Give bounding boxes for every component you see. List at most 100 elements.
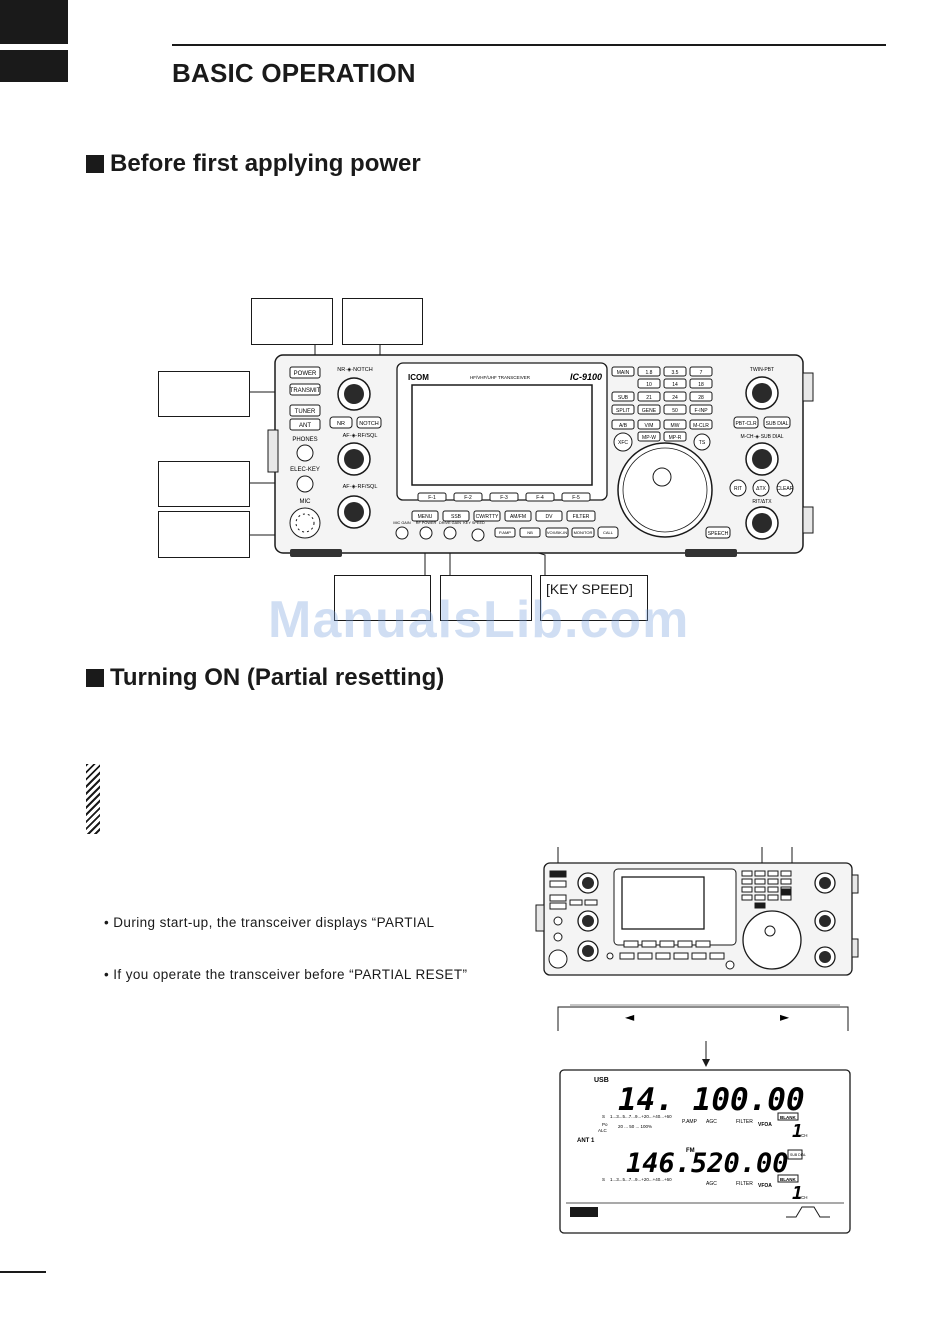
- callout-key-speed: [KEY SPEED]: [540, 575, 648, 621]
- header-rule: [172, 44, 886, 46]
- am-fm-button[interactable]: [504, 510, 532, 522]
- f5-label: F-5: [572, 495, 580, 501]
- band-key-11[interactable]: [663, 404, 687, 415]
- lcd-filter-shape-icon: [786, 1206, 830, 1218]
- xfc-button[interactable]: [613, 432, 633, 452]
- vm-button[interactable]: [637, 419, 661, 430]
- f4-button[interactable]: [525, 492, 555, 502]
- ant-button[interactable]: [289, 418, 321, 431]
- band-key-9[interactable]: [689, 391, 713, 402]
- vox-button[interactable]: [545, 527, 569, 538]
- main-dial[interactable]: [617, 442, 713, 538]
- f3-button[interactable]: [489, 492, 519, 502]
- lcd-ch-sub: 1: [792, 1183, 803, 1204]
- small-power-button[interactable]: [549, 870, 567, 878]
- main-button[interactable]: [611, 366, 635, 377]
- mclr-button[interactable]: [689, 419, 713, 430]
- filter-button[interactable]: [566, 510, 596, 522]
- lcd-freq-main: 14. 100.00: [618, 1082, 805, 1118]
- lcd-agc-main: AGC: [706, 1119, 717, 1125]
- tuner-button[interactable]: [289, 404, 321, 417]
- small-mclr-button[interactable]: [780, 888, 792, 895]
- transmit-label: TRANSMIT: [290, 388, 321, 394]
- lcd-filter-main: FILTER: [736, 1119, 753, 1125]
- speech-button[interactable]: [705, 526, 731, 539]
- mic-connector-icon: [289, 507, 321, 539]
- band-key-10[interactable]: [637, 404, 661, 415]
- band-key-8[interactable]: [663, 391, 687, 402]
- band-key-label: 50: [672, 408, 678, 414]
- lcd-vfo-main: VFOA: [758, 1122, 772, 1128]
- f4-label: F-4: [536, 495, 544, 501]
- mpr-label: MP-R: [669, 435, 682, 441]
- elec-key-label: ELEC-KEY: [290, 467, 320, 473]
- band-key-7[interactable]: [637, 391, 661, 402]
- band-key-2[interactable]: [663, 366, 687, 377]
- ts-button[interactable]: [693, 433, 711, 451]
- small-vm-button[interactable]: [754, 902, 766, 909]
- ab-button[interactable]: [611, 419, 635, 430]
- sub-dial-button[interactable]: [763, 416, 791, 429]
- section-square-icon: [86, 669, 104, 687]
- am-fm-label: AM/FM: [510, 514, 526, 520]
- split-button[interactable]: [611, 404, 635, 415]
- key-speed-knob[interactable]: [471, 528, 485, 542]
- f5-button[interactable]: [561, 492, 591, 502]
- mw-button[interactable]: [663, 419, 687, 430]
- pamp-label: P.AMP: [499, 530, 511, 535]
- nb-button[interactable]: [519, 527, 541, 538]
- band-key-6[interactable]: [689, 378, 713, 389]
- f2-button[interactable]: [453, 492, 483, 502]
- pamp-button[interactable]: [494, 527, 516, 538]
- ssb-button[interactable]: [442, 510, 470, 522]
- menu-button[interactable]: [411, 510, 439, 522]
- callout-key-speed-label: [KEY SPEED]: [546, 581, 633, 597]
- band-key-label: 21: [646, 395, 652, 401]
- band-key-4[interactable]: [637, 378, 661, 389]
- band-key-5[interactable]: [663, 378, 687, 389]
- power-button[interactable]: [289, 366, 321, 379]
- power-label: POWER: [294, 371, 317, 377]
- lcd-alc-label: ALC: [598, 1128, 608, 1133]
- pbt-clr-button[interactable]: [733, 416, 759, 429]
- rf-power-knob[interactable]: [419, 526, 433, 540]
- band-key-1[interactable]: [637, 366, 661, 377]
- mpw-button[interactable]: [637, 431, 661, 442]
- drive-gain-knob[interactable]: [443, 526, 457, 540]
- footer-rule: [0, 1271, 46, 1273]
- sub-button[interactable]: [611, 391, 635, 402]
- small-main-dial[interactable]: [742, 910, 802, 970]
- call-button[interactable]: [597, 526, 619, 539]
- drive-gain-label: DRIVE GAIN: [439, 521, 461, 525]
- mic-gain-knob[interactable]: [395, 526, 409, 540]
- band-key-label: 1.8: [646, 370, 653, 376]
- rit-label: RIT: [734, 486, 742, 492]
- pbt-clr-label: PBT-CLR: [735, 421, 757, 427]
- delta-tx-button[interactable]: [752, 479, 770, 497]
- af-rf-label-1: AF·◈·RF/SQL: [343, 433, 378, 439]
- clear-button[interactable]: [776, 479, 794, 497]
- monitor-button[interactable]: [571, 527, 595, 538]
- mpr-button[interactable]: [663, 431, 687, 442]
- dv-button[interactable]: [535, 510, 563, 522]
- rit-button[interactable]: [729, 479, 747, 497]
- nb-label: NB: [527, 530, 533, 535]
- chapter-tab-top: [0, 0, 68, 44]
- lcd-ch-main: 1: [792, 1121, 803, 1142]
- band-key-12[interactable]: [689, 404, 713, 415]
- rit-tx-label: RIT/ΔTX: [752, 499, 772, 505]
- nr-button[interactable]: [329, 416, 353, 429]
- band-key-3[interactable]: [689, 366, 713, 377]
- monitor-label: MONITOR: [574, 530, 593, 535]
- lcd-fkey-indicator: [570, 1207, 598, 1217]
- speech-label: SPEECH: [708, 531, 729, 537]
- lcd-s-label-sub: S: [602, 1177, 605, 1182]
- transmit-button[interactable]: [289, 383, 321, 396]
- cw-rtty-button[interactable]: [473, 510, 501, 522]
- notch-button[interactable]: [356, 416, 382, 429]
- lcd-pamp: P.AMP: [682, 1119, 698, 1125]
- right-controls: TWIN-PBT PBT-CLR SUB DIAL M-CH·◈·SUB DIA…: [705, 367, 794, 540]
- af-rf-label-2: AF·◈·RF/SQL: [343, 484, 378, 490]
- chapter-tab-bottom: [0, 50, 68, 82]
- f1-button[interactable]: [417, 492, 447, 502]
